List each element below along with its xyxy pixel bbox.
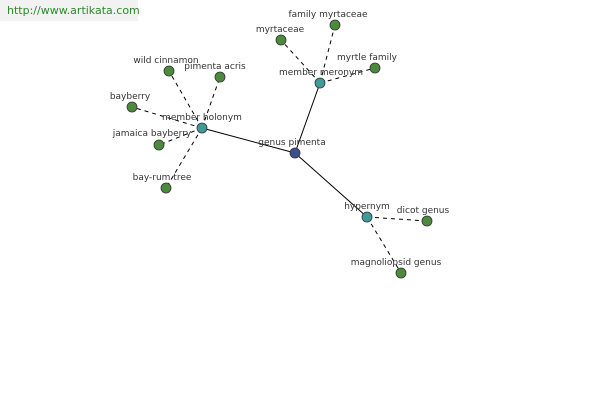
center-node-genus-pimenta[interactable]	[289, 147, 301, 159]
leaf-node-magnoliopsid-genus[interactable]	[395, 267, 407, 279]
leaf-node-wild-cinnamon[interactable]	[163, 65, 175, 77]
center-label-genus-pimenta[interactable]: genus pimenta	[258, 138, 325, 148]
leaf-node-bay-rum-tree[interactable]	[160, 182, 172, 194]
edge-member-meronym-myrtaceae	[280, 39, 321, 84]
leaf-node-pimenta-acris[interactable]	[214, 71, 226, 83]
edge-center-member-meronym	[294, 82, 321, 154]
leaf-node-jamaica-bayberry[interactable]	[153, 139, 165, 151]
relation-node-hypernym[interactable]	[361, 211, 373, 223]
edge-member-holonym-bay-rum-tree	[165, 127, 203, 189]
watermark-url: http://www.artikata.com	[0, 0, 140, 21]
edge-hypernym-dicot-genus	[366, 216, 428, 222]
leaf-label-myrtaceae[interactable]: myrtaceae	[256, 25, 305, 35]
leaf-label-magnoliopsid-genus[interactable]: magnoliopsid genus	[351, 258, 442, 268]
leaf-node-dicot-genus[interactable]	[421, 215, 433, 227]
leaf-node-myrtaceae[interactable]	[275, 34, 287, 46]
edge-member-holonym-pimenta-acris	[201, 76, 221, 129]
relation-label-member-meronym[interactable]: member meronym	[279, 68, 363, 78]
leaf-label-wild-cinnamon[interactable]: wild cinnamon	[133, 56, 198, 66]
leaf-node-family-myrtaceae[interactable]	[329, 19, 341, 31]
edge-hypernym-magnoliopsid-genus	[366, 216, 402, 274]
leaf-label-dicot-genus[interactable]: dicot genus	[397, 206, 450, 216]
relation-label-member-holonym[interactable]: member holonym	[162, 113, 242, 123]
leaf-label-jamaica-bayberry[interactable]: jamaica bayberry	[112, 129, 192, 139]
edge-center-hypernym	[294, 152, 368, 218]
leaf-label-pimenta-acris[interactable]: pimenta acris	[184, 62, 246, 72]
leaf-node-myrtle-family[interactable]	[369, 62, 381, 74]
leaf-node-bayberry[interactable]	[126, 101, 138, 113]
edge-member-holonym-wild-cinnamon	[168, 70, 203, 129]
edge-member-meronym-myrtle-family	[319, 67, 376, 84]
leaf-label-family-myrtaceae[interactable]: family myrtaceae	[288, 10, 367, 20]
leaf-label-bayberry[interactable]: bayberry	[110, 92, 151, 102]
relation-node-member-meronym[interactable]	[314, 77, 326, 89]
leaf-label-myrtle-family[interactable]: myrtle family	[337, 53, 398, 63]
relation-label-hypernym[interactable]: hypernym	[344, 202, 390, 212]
relation-node-member-holonym[interactable]	[196, 122, 208, 134]
edge-center-member-holonym	[201, 127, 296, 154]
edge-member-meronym-family-myrtaceae	[319, 24, 336, 84]
leaf-label-bay-rum-tree[interactable]: bay-rum tree	[133, 173, 192, 183]
